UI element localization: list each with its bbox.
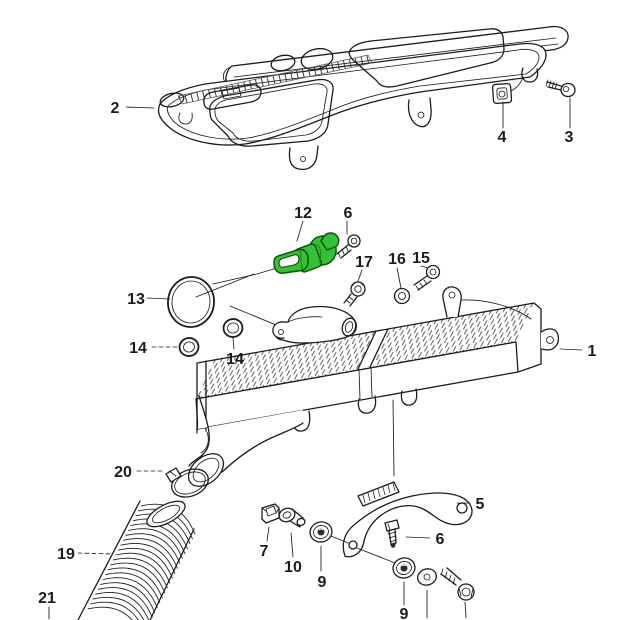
part-label-4[interactable]: 4 [498,129,507,146]
fin-core-right [370,303,534,367]
bolt-bottom [440,567,475,619]
support-bracket-part-5 [342,481,473,558]
screw-part-3 [545,79,576,98]
air-scoop [272,305,358,344]
o-ring-part-14-left [178,337,200,357]
part-label-2[interactable]: 2 [111,100,120,117]
screw-part-6-lower [384,519,400,548]
part-label-19[interactable]: 19 [57,546,75,563]
leader-17 [357,269,363,282]
grille-hole-oval-small [270,54,296,72]
screw-part-6-upper [336,234,361,259]
leader-2 [125,106,155,109]
part-label-10[interactable]: 10 [284,559,302,576]
grille-opening-left [208,78,334,147]
part-label-9-left[interactable]: 9 [318,574,327,591]
leader-10 [290,532,294,558]
o-ring-part-13 [167,273,255,328]
core-foot-right [400,388,418,406]
leader-13 [146,297,171,300]
bolt-part-17 [343,281,366,307]
leader-6-lower [405,536,431,539]
leader-12 [296,220,304,242]
part-label-7[interactable]: 7 [260,543,269,560]
leader-lines [48,97,583,620]
o-ring-part-14-right [222,318,244,338]
grille-hole-left-oval [159,92,185,108]
leader-7 [266,526,270,542]
part-label-20[interactable]: 20 [114,464,132,481]
mount-ear [540,328,560,351]
part-label-17[interactable]: 17 [355,254,373,271]
leader-15 [420,265,429,269]
part-label-13[interactable]: 13 [127,291,145,308]
part-label-12[interactable]: 12 [294,205,312,222]
part-label-1[interactable]: 1 [588,343,597,360]
lid-tab-round [288,145,319,171]
temp-sensor-part-12 [273,232,340,274]
hose-rim [146,500,186,528]
leader-16 [396,267,402,289]
grille-opening-right [348,28,505,88]
inlet-funnel [187,395,304,487]
part-label-6-lower[interactable]: 6 [436,531,445,548]
hose-clamp-part-20 [165,467,209,498]
leader-14-right [232,337,235,350]
part-label-15[interactable]: 15 [412,250,430,267]
grille-hole-oval-large [300,47,334,71]
grommet-part-9-left [309,521,333,543]
part-label-6-upper[interactable]: 6 [344,205,353,222]
grommet-part-9-right [392,557,416,579]
funnel-bell [187,453,225,487]
corrugated-hose-part-19 [77,500,196,620]
washer-part-16 [393,287,411,305]
part-label-9-right[interactable]: 9 [400,606,409,620]
washer-bottom [416,568,438,619]
bracket-alignment-line [392,399,395,477]
intercooler-part-1 [195,286,560,434]
bolt-part-15 [413,264,441,291]
core-foot-center [357,395,377,414]
part-label-14-right[interactable]: 14 [226,351,244,368]
fin-core-left [196,331,376,399]
lid-tab-hook [521,67,539,83]
part-label-14-left[interactable]: 14 [129,340,147,357]
leader-19 [77,552,113,555]
part-label-21[interactable]: 21 [38,590,56,607]
grommet-links [330,535,396,564]
part-label-3[interactable]: 3 [565,129,574,146]
part-label-5[interactable]: 5 [476,496,485,513]
bushing-part-10 [278,507,306,528]
core-top-tab [442,286,462,318]
engine-lid-grille [157,28,547,171]
leader-1 [559,348,583,351]
clip-nut-part-7 [261,503,280,524]
part-label-16[interactable]: 16 [388,251,406,268]
